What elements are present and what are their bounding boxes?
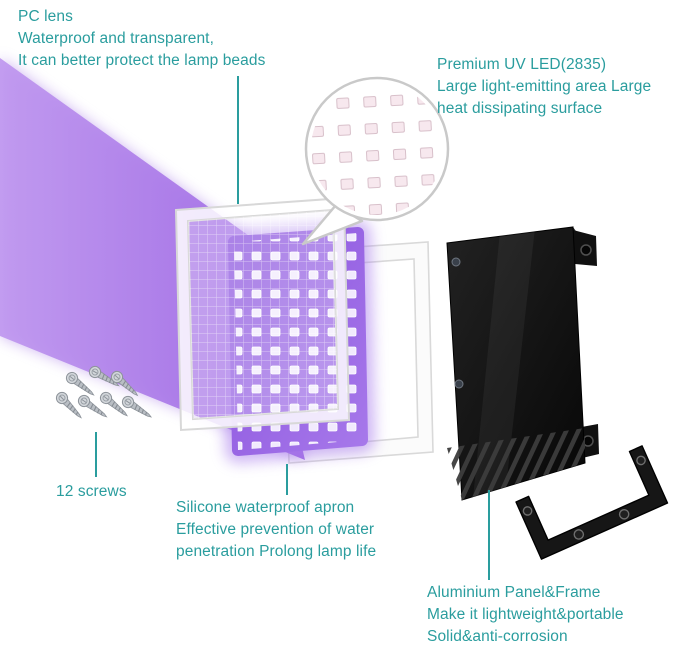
pc-lens-panel (174, 196, 351, 432)
callout-pc-lens-line1: PC lens (18, 8, 73, 25)
callout-frame-line3: Solid&anti-corrosion (427, 628, 568, 645)
callout-uv-led: Premium UV LED(2835) Large light-emittin… (437, 54, 651, 120)
callout-frame: Aluminium Panel&Frame Make it lightweigh… (427, 582, 624, 646)
callout-apron-line1: Silicone waterproof apron (176, 499, 355, 516)
callout-uv-led-line1: Premium UV LED(2835) (437, 56, 607, 73)
housing-screw-dot (454, 379, 464, 389)
aluminium-housing (446, 226, 599, 501)
callout-frame-line1: Aluminium Panel&Frame (427, 584, 601, 601)
led-chips (311, 83, 443, 215)
housing-screw-dot (451, 257, 461, 267)
callout-pc-lens-line2: Waterproof and transparent, (18, 30, 214, 47)
callout-pc-lens: PC lens Waterproof and transparent, It c… (18, 6, 265, 72)
magnifier-bubble (301, 76, 450, 246)
callout-screws-line1: 12 screws (56, 483, 127, 500)
callout-uv-led-line3: heat dissipating surface (437, 100, 603, 117)
callout-uv-led-line2: Large light-emitting area Large (437, 78, 652, 95)
callout-frame-line2: Make it lightweight&portable (427, 606, 624, 623)
callout-apron: Silicone waterproof apron Effective prev… (176, 497, 376, 563)
callout-apron-line3: penetration Prolong lamp life (176, 543, 377, 560)
heat-fins (447, 428, 585, 500)
callout-apron-line2: Effective prevention of water (176, 521, 375, 538)
callout-screws: 12 screws (56, 481, 127, 503)
u-bracket (515, 445, 669, 560)
callout-pc-lens-line3: It can better protect the lamp beads (18, 52, 266, 69)
